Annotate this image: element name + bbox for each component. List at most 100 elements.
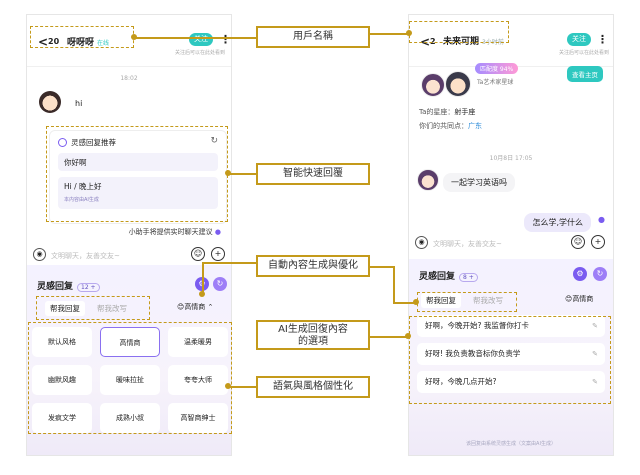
edit-icon[interactable]: ✎ bbox=[592, 322, 598, 330]
style-option[interactable]: 成熟小叔 bbox=[100, 403, 160, 433]
match-badge: 匹配度 94% bbox=[475, 63, 519, 74]
emoji-icon[interactable]: ☺ bbox=[571, 235, 585, 249]
star-sign-value: 射手座 bbox=[454, 108, 476, 116]
tab-reply[interactable]: 帮我回复 bbox=[421, 293, 461, 308]
style-option[interactable]: 暖味拉扯 bbox=[100, 365, 160, 395]
annotation-label: 自動內容生成與優化 bbox=[256, 255, 370, 277]
unread-count: 20 bbox=[48, 37, 60, 46]
tab-rewrite[interactable]: 帮我改写 bbox=[473, 296, 503, 305]
message-input[interactable]: 文明聊天，友善交友~ bbox=[433, 240, 502, 248]
avatar[interactable] bbox=[421, 73, 445, 97]
suggestion-item[interactable]: 你好啊 bbox=[58, 153, 218, 171]
emoji-icon[interactable]: ☺ bbox=[191, 247, 205, 261]
connector-line bbox=[370, 336, 408, 338]
assistant-hint: 小助手将提供实时聊天建议 ● bbox=[129, 227, 221, 237]
reply-text: 好啊，今晚开始? 我监督你打卡 bbox=[425, 321, 529, 330]
plus-icon[interactable]: + bbox=[591, 235, 605, 249]
more-icon[interactable]: ⋮ bbox=[597, 33, 608, 46]
more-icon[interactable]: ⋮ bbox=[220, 33, 231, 46]
panel-title-text: 灵感回复 bbox=[37, 282, 74, 292]
message-bubble: hi bbox=[75, 99, 83, 108]
style-option[interactable]: 高情商 bbox=[100, 327, 160, 357]
avatar[interactable] bbox=[417, 169, 439, 191]
suggestion-item[interactable]: Hi / 晚上好 本内容由AI生成 bbox=[58, 177, 218, 209]
count-badge: 8 + bbox=[459, 273, 478, 282]
message-bubble-outgoing: 怎么学,学什么 bbox=[524, 213, 591, 232]
connector-line bbox=[393, 302, 415, 304]
highlight-username-right bbox=[409, 21, 509, 43]
reply-option[interactable]: 好呀，今晚几点开始? ✎ bbox=[417, 371, 605, 393]
follow-button[interactable]: 关注 bbox=[189, 33, 213, 46]
style-selector[interactable]: 😊高情商 ⌃ bbox=[177, 303, 214, 311]
style-option[interactable]: 发疯文学 bbox=[32, 403, 92, 433]
plus-icon[interactable]: + bbox=[211, 247, 225, 261]
settings-icon[interactable]: ⚙ bbox=[573, 267, 587, 281]
sparkle-icon bbox=[58, 138, 67, 147]
connector-dot bbox=[406, 30, 412, 36]
reply-option[interactable]: 好啊，今晚开始? 我监督你打卡 ✎ bbox=[417, 315, 605, 337]
online-status: 在线 bbox=[97, 40, 110, 47]
style-selected: 高情商 bbox=[184, 303, 206, 311]
refresh-icon[interactable]: ↻ bbox=[593, 267, 607, 281]
connector-dot bbox=[413, 299, 419, 305]
style-option[interactable]: 夸夸大师 bbox=[168, 365, 228, 395]
timestamp: 10月8日 17:05 bbox=[489, 155, 533, 162]
connector-dot bbox=[405, 333, 411, 339]
style-option[interactable]: 温柔暖男 bbox=[168, 327, 228, 357]
highlight-username-left bbox=[30, 26, 134, 48]
common-value: 广东 bbox=[468, 122, 482, 130]
refresh-icon[interactable]: ↻ bbox=[213, 277, 227, 291]
count-badge: 12 + bbox=[77, 283, 100, 292]
style-option[interactable]: 高智商绅士 bbox=[168, 403, 228, 433]
common-label: 你们的共同点： bbox=[419, 122, 468, 130]
voice-icon[interactable]: ◉ bbox=[415, 236, 428, 249]
view-home-button[interactable]: 查看主页 bbox=[567, 66, 603, 82]
assistant-icon: ● bbox=[598, 215, 605, 224]
suggestion-text: Hi / 晚上好 bbox=[64, 182, 102, 191]
avatar[interactable] bbox=[445, 71, 471, 97]
connector-line bbox=[228, 386, 256, 388]
edit-icon[interactable]: ✎ bbox=[592, 378, 598, 386]
connector-dot bbox=[199, 291, 205, 297]
style-selector[interactable]: 😊高情商 bbox=[565, 295, 594, 303]
follow-button[interactable]: 关注 bbox=[567, 33, 591, 46]
style-option[interactable]: 幽默风趣 bbox=[32, 365, 92, 395]
highlight-quick-reply bbox=[46, 126, 228, 222]
assistant-icon: ● bbox=[214, 228, 221, 236]
connector-line bbox=[228, 173, 256, 175]
annotation-label: 智能快速回覆 bbox=[256, 163, 370, 185]
common-points: 你们的共同点：广东 bbox=[419, 121, 482, 131]
tab-reply[interactable]: 帮我回复 bbox=[45, 301, 85, 316]
connector-line bbox=[202, 262, 256, 264]
star-sign: Ta的星座：射手座 bbox=[419, 107, 475, 117]
highlight-style-grid bbox=[28, 322, 232, 434]
style-selected: 高情商 bbox=[572, 295, 594, 303]
refresh-icon[interactable]: ↻ bbox=[210, 136, 218, 146]
message-input[interactable]: 文明聊天，友善交友~ bbox=[51, 252, 120, 260]
profile-caption: Ta艺术家星球 bbox=[477, 79, 514, 86]
reply-text: 好呀，今晚几点开始? bbox=[425, 377, 497, 386]
back-arrow-icon[interactable]: < bbox=[38, 35, 49, 49]
highlight-replies bbox=[409, 316, 611, 404]
style-option[interactable]: 默认风格 bbox=[32, 327, 92, 357]
message-bubble: 一起学习英语吗 bbox=[443, 173, 515, 192]
reply-option[interactable]: 好呀! 我负责教音标你负责学 ✎ bbox=[417, 343, 605, 365]
input-bar: ◉ 文明聊天，友善交友~ ☺ + bbox=[33, 247, 225, 265]
voice-icon[interactable]: ◉ bbox=[33, 248, 46, 261]
avatar[interactable] bbox=[39, 91, 61, 113]
edit-icon[interactable]: ✎ bbox=[592, 350, 598, 358]
connector-line bbox=[134, 37, 256, 39]
panel-title-text: 灵感回复 bbox=[419, 272, 456, 282]
username: 呀呀呀在线 bbox=[67, 38, 110, 48]
assistant-hint-text: 小助手将提供实时聊天建议 bbox=[128, 228, 213, 236]
connector-line bbox=[393, 266, 395, 302]
tab-rewrite[interactable]: 帮我改写 bbox=[97, 304, 127, 313]
reply-text: 好呀! 我负责教音标你负责学 bbox=[425, 349, 521, 358]
unread-count: 2 bbox=[430, 37, 436, 46]
ai-note: 本内容由AI生成 bbox=[64, 197, 99, 203]
timestamp: 18:02 bbox=[120, 75, 138, 82]
suggestion-title: 灵感回复推荐 bbox=[71, 138, 116, 147]
